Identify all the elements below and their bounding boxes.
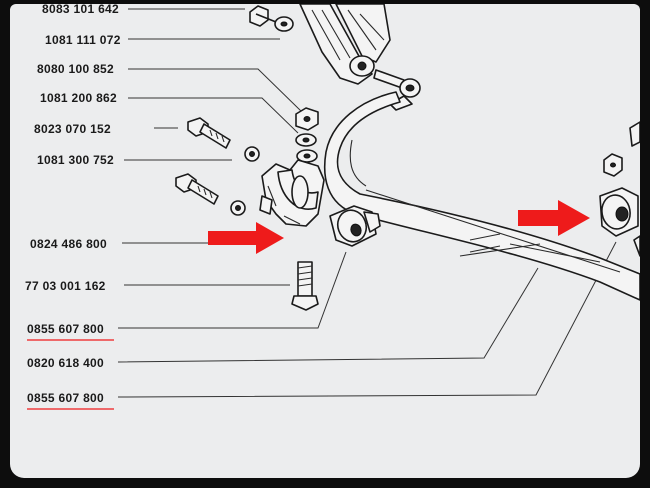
highlight-arrow	[208, 222, 284, 254]
rubber-bushing	[329, 205, 381, 247]
part-number-label: 8023 070 152	[34, 122, 111, 136]
part-number-label-highlighted: 0855 607 800	[27, 391, 104, 405]
part-number-label: 8083 101 642	[42, 4, 119, 16]
part-number-label: 1081 111 072	[45, 33, 121, 47]
vertical-bolt	[291, 261, 319, 311]
part-number-label: 1081 300 752	[37, 153, 114, 167]
bar-clamp-bracket	[259, 159, 325, 227]
nut-and-washers	[295, 107, 319, 163]
part-number-label: 0820 618 400	[27, 356, 104, 370]
leader-lines	[117, 8, 617, 398]
stabilizer-link	[373, 69, 421, 111]
highlight-arrow	[518, 200, 590, 236]
parts-catalog-page: 8083 101 642 1081 111 072 8080 100 852 1…	[10, 4, 640, 478]
right-bushing	[599, 121, 640, 257]
suspension-arm	[249, 4, 391, 85]
part-number-label-highlighted: 0855 607 800	[27, 322, 104, 336]
part-number-label: 0824 486 800	[30, 237, 107, 251]
part-number-label: 8080 100 852	[37, 62, 114, 76]
stabilizer-bar	[323, 91, 640, 301]
bolts-and-lock-washers	[175, 117, 260, 216]
exploded-diagram: 8083 101 642 1081 111 072 8080 100 852 1…	[25, 4, 640, 410]
part-number-label: 77 03 001 162	[25, 279, 106, 293]
part-number-label: 1081 200 862	[40, 91, 117, 105]
